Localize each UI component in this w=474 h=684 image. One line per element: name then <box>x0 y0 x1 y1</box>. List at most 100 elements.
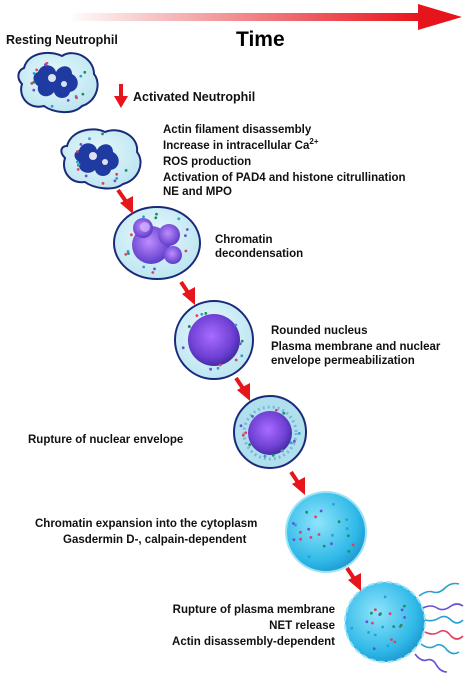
granule-dot <box>66 99 70 102</box>
granule-dot <box>75 160 79 164</box>
granule-dot <box>88 137 91 141</box>
granule-dot <box>297 432 301 435</box>
chromatin-decondensation-icon <box>113 206 201 280</box>
expansion-line-1: Chromatin expansion into the cytoplasm <box>35 518 258 530</box>
decondensation-line-2: decondensation <box>215 248 304 260</box>
granule-dot <box>390 638 393 641</box>
granule-dot <box>240 354 244 358</box>
granule-dot <box>319 509 323 513</box>
granule-dot <box>332 502 335 506</box>
net-release-icon <box>344 581 464 673</box>
granule-dot <box>403 604 406 608</box>
time-arrow <box>68 4 462 30</box>
label-activated-neutrophil: Activated Neutrophil <box>133 90 256 104</box>
granule-dot <box>77 163 81 166</box>
granule-dot <box>239 424 243 428</box>
granule-dot <box>181 346 185 350</box>
granule-dot <box>371 621 374 625</box>
granule-dot <box>307 555 311 559</box>
granule-dot <box>331 533 334 537</box>
granule-dot <box>177 217 181 221</box>
granule-dot <box>35 68 39 72</box>
granule-dot <box>299 537 302 541</box>
granule-dot <box>195 314 199 317</box>
granule-dot <box>393 640 397 644</box>
granule-dot <box>345 518 349 521</box>
time-label: Time <box>236 28 285 51</box>
granule-dot <box>399 623 403 627</box>
granule-dot <box>84 174 88 178</box>
granule-dot <box>75 96 78 100</box>
granule-dot <box>309 536 313 539</box>
granule-dot <box>209 367 213 371</box>
chromatin-expansion-icon <box>285 491 367 573</box>
granule-dot <box>101 132 104 136</box>
granule-dot <box>374 608 377 612</box>
granule-dot <box>204 312 208 315</box>
granule-dot <box>32 72 36 75</box>
granule-dot <box>155 212 158 216</box>
granule-dot <box>200 312 204 316</box>
neutrophil-activated-icon <box>60 128 142 190</box>
granule-dot <box>251 415 254 418</box>
granule-dot <box>373 633 377 637</box>
granule-dot <box>337 520 341 524</box>
granule-dot <box>294 523 297 527</box>
granule-dot <box>263 454 267 458</box>
granule-dot <box>79 143 83 146</box>
granule-dot <box>76 150 79 153</box>
granule-dot <box>83 70 87 74</box>
granule-dot <box>216 366 220 370</box>
net-line-2: NET release <box>269 620 335 632</box>
granule-dot <box>153 267 156 271</box>
granule-dot <box>142 215 145 219</box>
granule-dot <box>367 631 370 634</box>
granule-dot <box>126 250 130 253</box>
granule-dot <box>101 182 105 185</box>
granule-dot <box>351 543 355 547</box>
granule-dot <box>142 265 146 269</box>
granule-dot <box>403 616 406 619</box>
granule-dot <box>241 433 245 437</box>
granule-dot <box>317 533 321 536</box>
granule-dot <box>293 439 296 443</box>
granule-dot <box>124 169 128 172</box>
granule-dot <box>346 534 350 538</box>
granule-dot <box>234 323 238 327</box>
granule-dot <box>218 363 222 367</box>
net-line-3: Actin disassembly-dependent <box>172 636 335 648</box>
granule-dot <box>388 612 392 616</box>
granule-dot <box>238 342 242 346</box>
granule-dot <box>184 249 188 253</box>
granule-dot <box>32 88 36 92</box>
activation-line-5: NE and MPO <box>163 186 233 198</box>
granule-dot <box>154 216 158 220</box>
granule-dot <box>282 411 286 415</box>
calcium-superscript: 2+ <box>309 137 319 147</box>
activation-line-2-text: Increase in intracellular Ca <box>163 140 310 152</box>
granule-dot <box>124 253 128 256</box>
granule-dot <box>292 538 296 542</box>
granule-dot <box>381 625 384 629</box>
granule-dot <box>185 228 189 231</box>
label-resting-neutrophil: Resting Neutrophil <box>6 33 118 47</box>
granule-dot <box>350 626 354 630</box>
granule-dot <box>274 408 278 412</box>
decondensation-line-1: Chromatin <box>215 234 273 246</box>
step-arrow-2 <box>116 188 133 214</box>
granule-dot <box>248 443 252 447</box>
activation-line-4: Activation of PAD4 and histone citrullin… <box>163 172 406 184</box>
activation-line-2: Increase in intracellular Ca2+ <box>163 137 319 153</box>
step-arrow-6 <box>345 566 361 591</box>
granule-dot <box>299 530 302 534</box>
activation-line-3: ROS production <box>163 156 252 168</box>
step-arrow-5 <box>289 470 305 495</box>
rounded-nucleus-icon <box>174 300 254 380</box>
granule-dot <box>307 527 311 531</box>
granule-dot <box>314 515 317 519</box>
rounded-line-2: Plasma membrane and nuclear <box>271 341 441 353</box>
granule-dot <box>130 233 133 237</box>
granule-dot <box>115 172 119 176</box>
